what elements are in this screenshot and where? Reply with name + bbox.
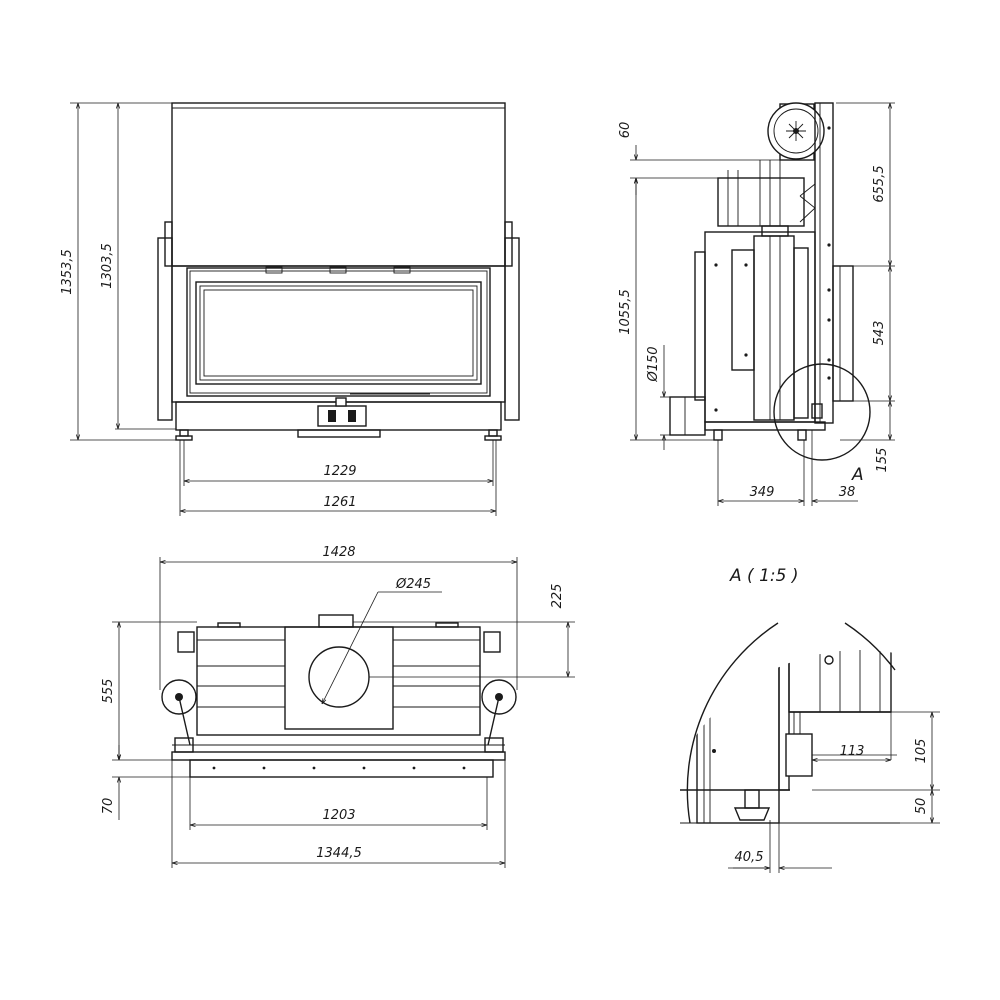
dim-height-total: 1353,5 bbox=[60, 249, 75, 295]
side-view-dimensions: 60 1055,5 Ø150 655,5 543 155 A 349 38 bbox=[618, 102, 895, 506]
side-view-fan bbox=[767, 102, 825, 161]
detail-dimensions: 113 105 50 40,5 bbox=[728, 711, 940, 873]
dim-detail-horizontal: 113 bbox=[840, 744, 865, 759]
dim-offset: 38 bbox=[839, 485, 856, 500]
dim-detail-vertical-lower: 50 bbox=[914, 798, 929, 815]
top-view-brackets bbox=[161, 631, 517, 753]
detail-title: A ( 1:5 ) bbox=[729, 566, 798, 586]
detail-marker-circle bbox=[773, 363, 871, 461]
front-view-dimensions: 1353,5 1303,5 1229 1261 bbox=[60, 102, 497, 516]
dim-front-depth: 70 bbox=[101, 798, 116, 815]
side-view-flue-stub bbox=[669, 396, 706, 436]
front-view-feet bbox=[175, 429, 502, 441]
front-view-base bbox=[175, 393, 502, 438]
side-view-base bbox=[704, 403, 826, 441]
dim-detail-bottom: 40,5 bbox=[735, 850, 764, 865]
top-view-dimensions: 1428 Ø245 225 555 70 1203 1344,5 bbox=[101, 545, 575, 868]
top-view: 1428 Ø245 225 555 70 1203 1344,5 bbox=[101, 545, 575, 868]
side-view-hood bbox=[717, 160, 816, 227]
side-view-body bbox=[694, 225, 816, 423]
dim-depth: 349 bbox=[750, 485, 775, 500]
dim-lower-height: 1055,5 bbox=[618, 289, 633, 335]
dim-frame-width: 1344,5 bbox=[316, 846, 362, 861]
adjustable-foot bbox=[785, 733, 813, 777]
dim-base-height: 155 bbox=[875, 448, 890, 473]
flue-outlet bbox=[308, 646, 370, 708]
side-view: 60 1055,5 Ø150 655,5 543 155 A 349 38 bbox=[618, 102, 895, 506]
dim-depth-top: 555 bbox=[101, 679, 116, 704]
detail-view: A ( 1:5 ) bbox=[680, 566, 940, 873]
side-view-rear-panel bbox=[814, 102, 854, 424]
dim-top-offset: 60 bbox=[618, 122, 633, 139]
dim-flue-offset: 225 bbox=[550, 584, 565, 609]
front-view-hood bbox=[164, 102, 513, 267]
dim-flue-diameter-top: Ø245 bbox=[395, 577, 431, 592]
dim-flue-diameter-side: Ø150 bbox=[646, 346, 661, 382]
detail-marker-label: A bbox=[851, 465, 864, 485]
top-view-front-frame bbox=[171, 744, 506, 778]
dim-width-feet: 1229 bbox=[323, 464, 356, 479]
dim-inner-width: 1203 bbox=[322, 808, 355, 823]
top-view-body bbox=[196, 614, 481, 736]
front-view: 1353,5 1303,5 1229 1261 bbox=[60, 102, 520, 516]
dim-middle-height: 543 bbox=[872, 321, 887, 346]
dim-width-outer: 1261 bbox=[323, 495, 356, 510]
door-handle bbox=[317, 405, 367, 427]
dim-height-body: 1303,5 bbox=[100, 243, 115, 289]
dim-overall-width: 1428 bbox=[322, 545, 355, 560]
dim-upper-height: 655,5 bbox=[872, 165, 887, 202]
dim-detail-vertical-upper: 105 bbox=[914, 739, 929, 764]
front-view-glass-door bbox=[195, 266, 482, 385]
